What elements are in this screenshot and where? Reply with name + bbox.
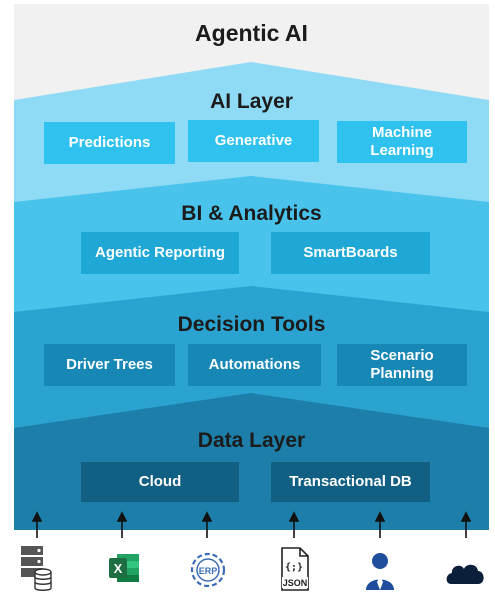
machine-learning-box: Machine Learning — [337, 121, 467, 163]
smartboards-box: SmartBoards — [271, 232, 430, 274]
bi-layer-title: BI & Analytics — [181, 202, 322, 225]
top-title: Agentic AI — [195, 20, 308, 46]
data-layer-title: Data Layer — [197, 429, 306, 452]
automations-box: Automations — [188, 344, 321, 386]
ai-layer-title: AI Layer — [210, 90, 293, 113]
scenario-planning-box: Scenario Planning — [337, 344, 467, 386]
excel-icon: X — [103, 534, 143, 594]
server-database-icon — [17, 534, 57, 594]
excel-glyph: X — [114, 561, 123, 576]
decision-tools-title: Decision Tools — [177, 313, 326, 336]
arrow-up-icon — [374, 511, 386, 538]
arrow-up-icon — [460, 511, 472, 538]
agentic-reporting-box: Agentic Reporting — [81, 232, 239, 274]
generative-box: Generative — [188, 120, 319, 162]
cloud-icon — [446, 534, 486, 594]
predictions-box: Predictions — [44, 122, 175, 164]
json-label: JSON — [283, 578, 308, 588]
arrow-up-icon — [116, 511, 128, 538]
erp-gear-icon: ERP — [188, 534, 228, 594]
person-icon — [360, 534, 400, 594]
driver-trees-box: Driver Trees — [44, 344, 175, 386]
json-brace-glyph: {;} — [285, 562, 303, 573]
arrow-up-icon — [31, 511, 43, 538]
json-file-icon: {;} JSON — [275, 534, 315, 594]
transactional-db-box: Transactional DB — [271, 462, 430, 502]
erp-glyph: ERP — [199, 566, 218, 576]
arrow-up-icon — [201, 511, 213, 538]
arrow-up-icon — [288, 511, 300, 538]
cloud-box: Cloud — [81, 462, 239, 502]
